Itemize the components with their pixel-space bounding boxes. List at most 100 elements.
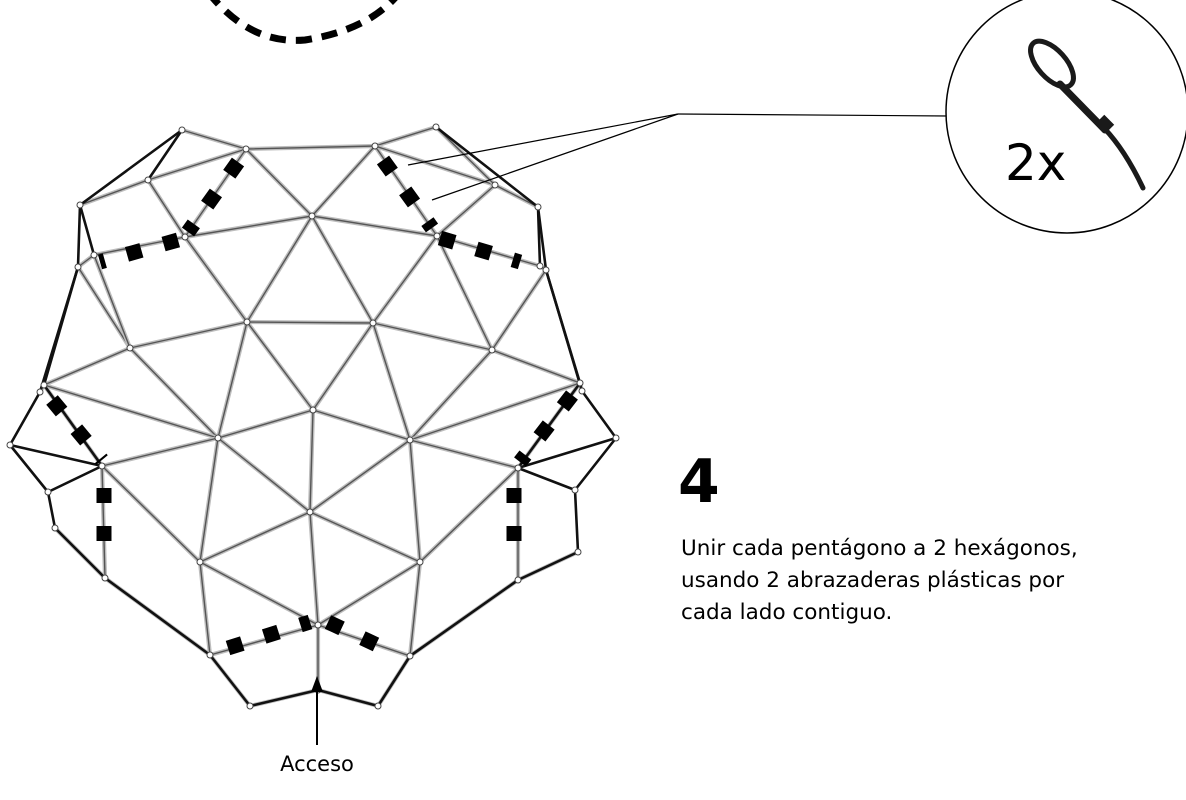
strut	[409, 439, 421, 563]
strut	[217, 437, 311, 513]
strut	[436, 184, 496, 237]
hub-node	[126, 344, 134, 352]
strut	[42, 383, 104, 468]
hub-node	[40, 381, 48, 389]
hub-node	[76, 201, 84, 209]
strut	[516, 550, 580, 582]
access-arrow	[311, 676, 323, 745]
hub-node	[36, 388, 44, 396]
strut	[77, 266, 131, 349]
hub-node	[308, 212, 316, 220]
strut	[374, 145, 496, 186]
instruction-line-1: Unir cada pentágono a 2 hexágonos,	[681, 536, 1078, 561]
strut	[43, 347, 131, 386]
strut	[184, 236, 248, 323]
hub-node	[406, 652, 414, 660]
strut	[46, 490, 57, 530]
strut	[199, 561, 319, 626]
strut	[309, 409, 314, 513]
hub-node	[74, 263, 82, 271]
hub-node	[51, 524, 59, 532]
hub-node	[306, 508, 314, 516]
hub-node	[178, 126, 186, 134]
strut	[573, 488, 580, 554]
strut	[409, 349, 493, 441]
strut	[129, 347, 219, 439]
strut	[209, 624, 319, 656]
access-label: Acceso	[280, 752, 354, 776]
strut	[309, 439, 411, 513]
strut	[101, 437, 219, 467]
strut	[93, 254, 131, 349]
strut	[103, 576, 212, 657]
step-number: 4	[678, 447, 720, 517]
strut	[248, 688, 320, 708]
strut	[409, 439, 519, 469]
hub-node	[488, 346, 496, 354]
strut	[147, 179, 186, 238]
previous-step-dashed-circle	[210, 0, 398, 44]
strut	[245, 148, 313, 217]
strut	[53, 526, 107, 580]
hub-node	[576, 379, 584, 387]
strut	[199, 437, 219, 563]
hub-node	[246, 702, 254, 710]
strut	[434, 125, 540, 209]
strut	[311, 215, 438, 237]
hub-node	[374, 702, 382, 710]
strut	[536, 205, 548, 272]
strut	[217, 409, 314, 439]
joint-marker	[376, 155, 439, 233]
hub-node	[406, 436, 414, 444]
joint-marker	[324, 615, 396, 659]
hub-node	[206, 651, 214, 659]
hub-node	[243, 318, 251, 326]
hub-node	[144, 176, 152, 184]
hub-node	[314, 621, 322, 629]
strut	[516, 466, 577, 492]
joint-marker	[514, 390, 578, 467]
hub-node	[432, 123, 440, 131]
hub-node	[196, 558, 204, 566]
hub-node	[534, 203, 542, 211]
strut	[311, 215, 374, 324]
hub-node	[90, 251, 98, 259]
cable-tie-icon	[1028, 38, 1146, 191]
strut	[147, 148, 247, 181]
strut	[79, 179, 149, 206]
hub-node	[181, 233, 189, 241]
strut	[8, 443, 50, 494]
hub-node	[514, 576, 522, 584]
strut	[43, 384, 219, 439]
strut	[309, 511, 319, 626]
hub-node	[574, 548, 582, 556]
strut	[217, 321, 248, 439]
step-instructions: Unir cada pentágono a 2 hexágonos, usand…	[681, 533, 1181, 629]
hub-node	[309, 406, 317, 414]
strut	[78, 128, 184, 207]
strut	[46, 464, 104, 494]
strut	[181, 129, 247, 150]
strut	[129, 321, 248, 349]
strut	[208, 653, 252, 708]
hub-node	[536, 262, 544, 270]
hub-node	[44, 488, 52, 496]
strut	[101, 465, 201, 563]
strut	[184, 215, 313, 238]
strut	[78, 203, 96, 257]
strut	[246, 321, 314, 411]
strut	[409, 382, 581, 441]
joint-markers	[46, 155, 578, 659]
joint-marker	[97, 232, 181, 270]
strut	[494, 184, 539, 208]
hub-node	[242, 145, 250, 153]
strut	[516, 436, 618, 470]
strut	[312, 409, 411, 441]
strut	[491, 349, 581, 384]
strut	[246, 321, 374, 324]
strut	[38, 265, 80, 394]
hub-node	[369, 319, 377, 327]
hub-node	[491, 181, 499, 189]
strut	[317, 561, 421, 626]
